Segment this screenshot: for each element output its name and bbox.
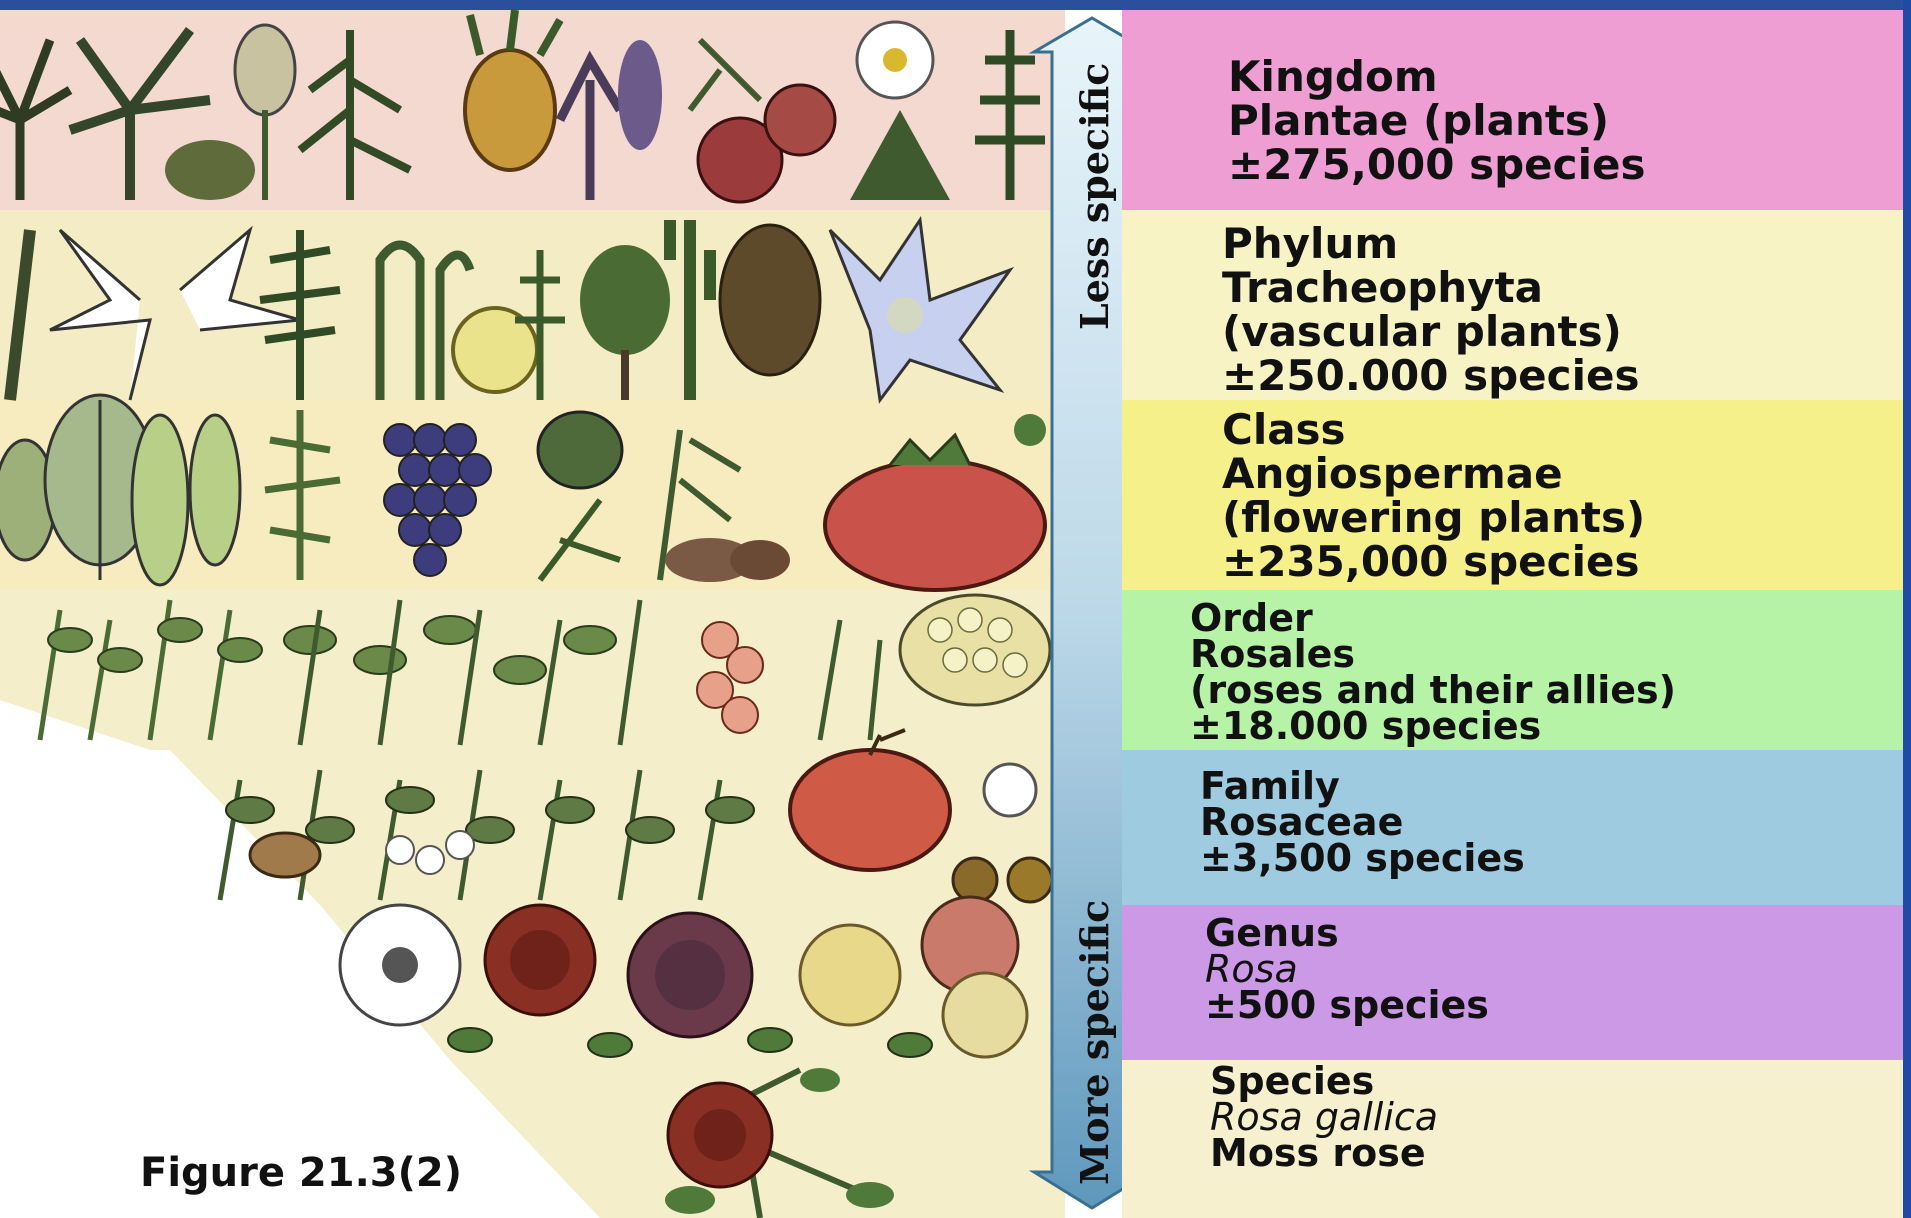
- kingdom-count: 275,000 species: [1263, 140, 1645, 189]
- phylum-name: Tracheophyta: [1222, 266, 1639, 310]
- species-name: Rosa gallica: [1210, 1099, 1438, 1135]
- family-rank: Family: [1200, 768, 1525, 804]
- class-name: Angiospermae: [1222, 452, 1645, 496]
- phylum-extra: (vascular plants): [1222, 310, 1639, 354]
- class-count: 235,000 species: [1257, 537, 1639, 586]
- kingdom-rank: Kingdom: [1228, 55, 1645, 99]
- order-name: Rosales: [1190, 636, 1676, 672]
- plus-minus-symbol: ±: [1205, 983, 1237, 1027]
- genus-count-line: ±500 species: [1205, 987, 1489, 1023]
- class-count-line: ±235,000 species: [1222, 540, 1645, 584]
- order-count: 18.000 species: [1222, 704, 1541, 748]
- right-frame-bar: [1903, 0, 1911, 1218]
- plus-minus-symbol: ±: [1222, 537, 1257, 586]
- plus-minus-symbol: ±: [1222, 351, 1257, 400]
- genus-count: 500 species: [1237, 983, 1489, 1027]
- class-extra: (flowering plants): [1222, 496, 1645, 540]
- more-specific-label: More specific: [1072, 900, 1117, 1185]
- kingdom-count-line: ±275,000 species: [1228, 143, 1645, 187]
- order-rank: Order: [1190, 600, 1676, 636]
- species-count: Moss rose: [1210, 1131, 1426, 1175]
- phylum-rank: Phylum: [1222, 222, 1639, 266]
- figure-caption: Figure 21.3(2): [140, 1150, 462, 1196]
- plus-minus-symbol: ±: [1200, 836, 1232, 880]
- species-rank: Species: [1210, 1063, 1438, 1099]
- genus-rank: Genus: [1205, 915, 1489, 951]
- phylum-count: 250.000 species: [1257, 351, 1639, 400]
- less-specific-label: Less specific: [1072, 63, 1117, 330]
- plus-minus-symbol: ±: [1228, 140, 1263, 189]
- kingdom-name: Plantae (plants): [1228, 99, 1645, 143]
- family-count-line: ±3,500 species: [1200, 840, 1525, 876]
- family-count: 3,500 species: [1232, 836, 1525, 880]
- class-rank: Class: [1222, 408, 1645, 452]
- family-name: Rosaceae: [1200, 804, 1525, 840]
- plus-minus-symbol: ±: [1190, 704, 1222, 748]
- phylum-count-line: ±250.000 species: [1222, 354, 1639, 398]
- genus-name: Rosa: [1205, 951, 1489, 987]
- order-count-line: ±18.000 species: [1190, 708, 1676, 744]
- order-extra: (roses and their allies): [1190, 672, 1676, 708]
- species-count-line: Moss rose: [1210, 1135, 1438, 1171]
